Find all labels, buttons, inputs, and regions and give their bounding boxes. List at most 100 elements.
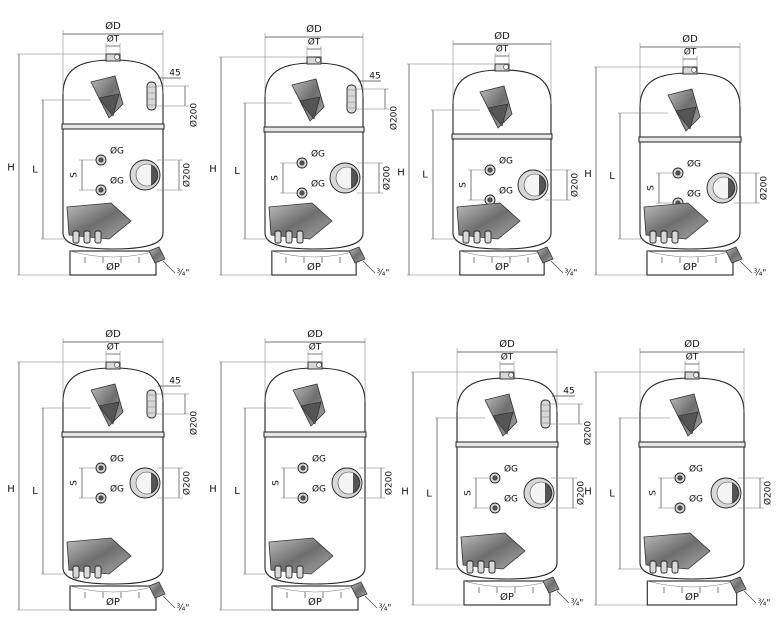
flange-band	[455, 441, 559, 448]
lateral-collector	[66, 202, 132, 240]
base-label: ØP	[308, 596, 322, 608]
drain-label: ¾"	[177, 269, 190, 279]
pipe-port-bore	[300, 495, 306, 501]
bottom-valve-3	[488, 560, 496, 574]
bottom-valve-2	[660, 230, 668, 244]
bottom-valve-2	[477, 560, 485, 574]
lateral-collector	[643, 532, 711, 570]
pipe-port-bore	[98, 495, 104, 501]
lower-manhole-rim	[352, 472, 360, 494]
diameter-label: ØD	[105, 20, 121, 32]
offset-label: 45	[169, 69, 180, 79]
top-cap-knob	[114, 362, 120, 368]
base-label: ØP	[685, 591, 699, 603]
top-label: ØT	[107, 342, 120, 353]
side-manhole	[346, 84, 357, 114]
spacing-label: S	[459, 182, 469, 188]
spacing-label: S	[272, 480, 282, 486]
lower-manhole-label: Ø200	[759, 176, 770, 201]
vessel-base	[646, 250, 734, 276]
drain-leader	[162, 595, 176, 609]
drain-label: ¾"	[758, 599, 771, 609]
bottom-valve-1	[72, 230, 80, 244]
height-label: H	[209, 164, 217, 175]
upper-manhole-label: Ø200	[189, 103, 200, 128]
length-label: L	[609, 171, 615, 182]
bottom-valve-3	[484, 230, 492, 244]
side-manhole	[146, 389, 157, 419]
base-curve	[271, 585, 359, 593]
length-label: L	[234, 486, 240, 497]
drain-label: ¾"	[571, 599, 584, 609]
lower-manhole-rim	[150, 472, 158, 494]
lower-manhole-label: Ø200	[182, 471, 193, 496]
bottom-valve-3	[671, 230, 679, 244]
flange-band	[451, 133, 553, 140]
lower-manhole-label: Ø200	[382, 166, 393, 191]
length-label: L	[32, 165, 38, 176]
base-label: ØP	[106, 596, 120, 608]
lower-manhole-rim	[544, 482, 552, 504]
bottom-valve-2	[83, 565, 91, 579]
offset-label: 45	[169, 377, 180, 387]
diameter-label: ØD	[306, 23, 322, 35]
top-cap-knob	[316, 362, 322, 368]
flange-band	[61, 123, 165, 130]
lateral-collector	[643, 202, 709, 240]
drain-leader	[362, 260, 376, 274]
diameter-label: ØD	[494, 30, 510, 42]
pipe-port-label: ØG	[110, 484, 124, 495]
drain-fitting	[729, 576, 747, 594]
drain-leader	[556, 590, 570, 604]
bottom-valve-3	[296, 565, 304, 579]
bottom-valve-3	[94, 565, 102, 579]
bottom-valve-3	[671, 560, 679, 574]
top-cap-knob	[315, 57, 321, 63]
vessel-base	[69, 585, 157, 611]
bottom-valve-2	[83, 230, 91, 244]
bottom-valve-1	[466, 560, 474, 574]
vessel-base	[69, 250, 157, 276]
top-cap	[494, 63, 510, 72]
bottom-valve-2	[660, 560, 668, 574]
offset-label: 45	[369, 72, 380, 82]
height-label: H	[584, 169, 592, 180]
spacing-label: S	[271, 175, 281, 181]
pipe-port-label: ØG	[687, 159, 701, 170]
lateral-collector	[456, 202, 521, 240]
drain-fitting	[348, 246, 366, 264]
height-label: H	[397, 168, 405, 179]
bottom-valve-1	[649, 230, 657, 244]
drain-label: ¾"	[754, 269, 767, 279]
lower-manhole-rim	[731, 482, 739, 504]
offset-label: 45	[563, 387, 574, 397]
spacing-label: S	[70, 172, 80, 178]
drain-fitting	[148, 581, 166, 599]
top-cap	[307, 361, 323, 370]
vessel-base	[646, 580, 738, 606]
pipe-port-bore	[98, 465, 104, 471]
diameter-label: ØD	[684, 338, 700, 350]
top-cap	[499, 371, 515, 380]
top-cap-knob	[508, 372, 514, 378]
drain-label: ¾"	[177, 604, 190, 614]
pipe-port-label: ØG	[110, 146, 124, 157]
flange-band	[263, 126, 365, 133]
base-label: ØP	[495, 261, 509, 273]
length-label: L	[422, 170, 428, 181]
drain-fitting	[148, 246, 166, 264]
pipe-port-bore	[300, 465, 306, 471]
base-label: ØP	[307, 261, 321, 273]
pipe-port-bore	[677, 505, 683, 511]
base-curve	[271, 250, 357, 258]
inspection-window-shadow	[98, 401, 120, 425]
lateral-collector	[66, 537, 132, 575]
height-label: H	[209, 484, 217, 495]
top-cap	[105, 361, 121, 370]
pipe-port-label: ØG	[312, 454, 326, 465]
